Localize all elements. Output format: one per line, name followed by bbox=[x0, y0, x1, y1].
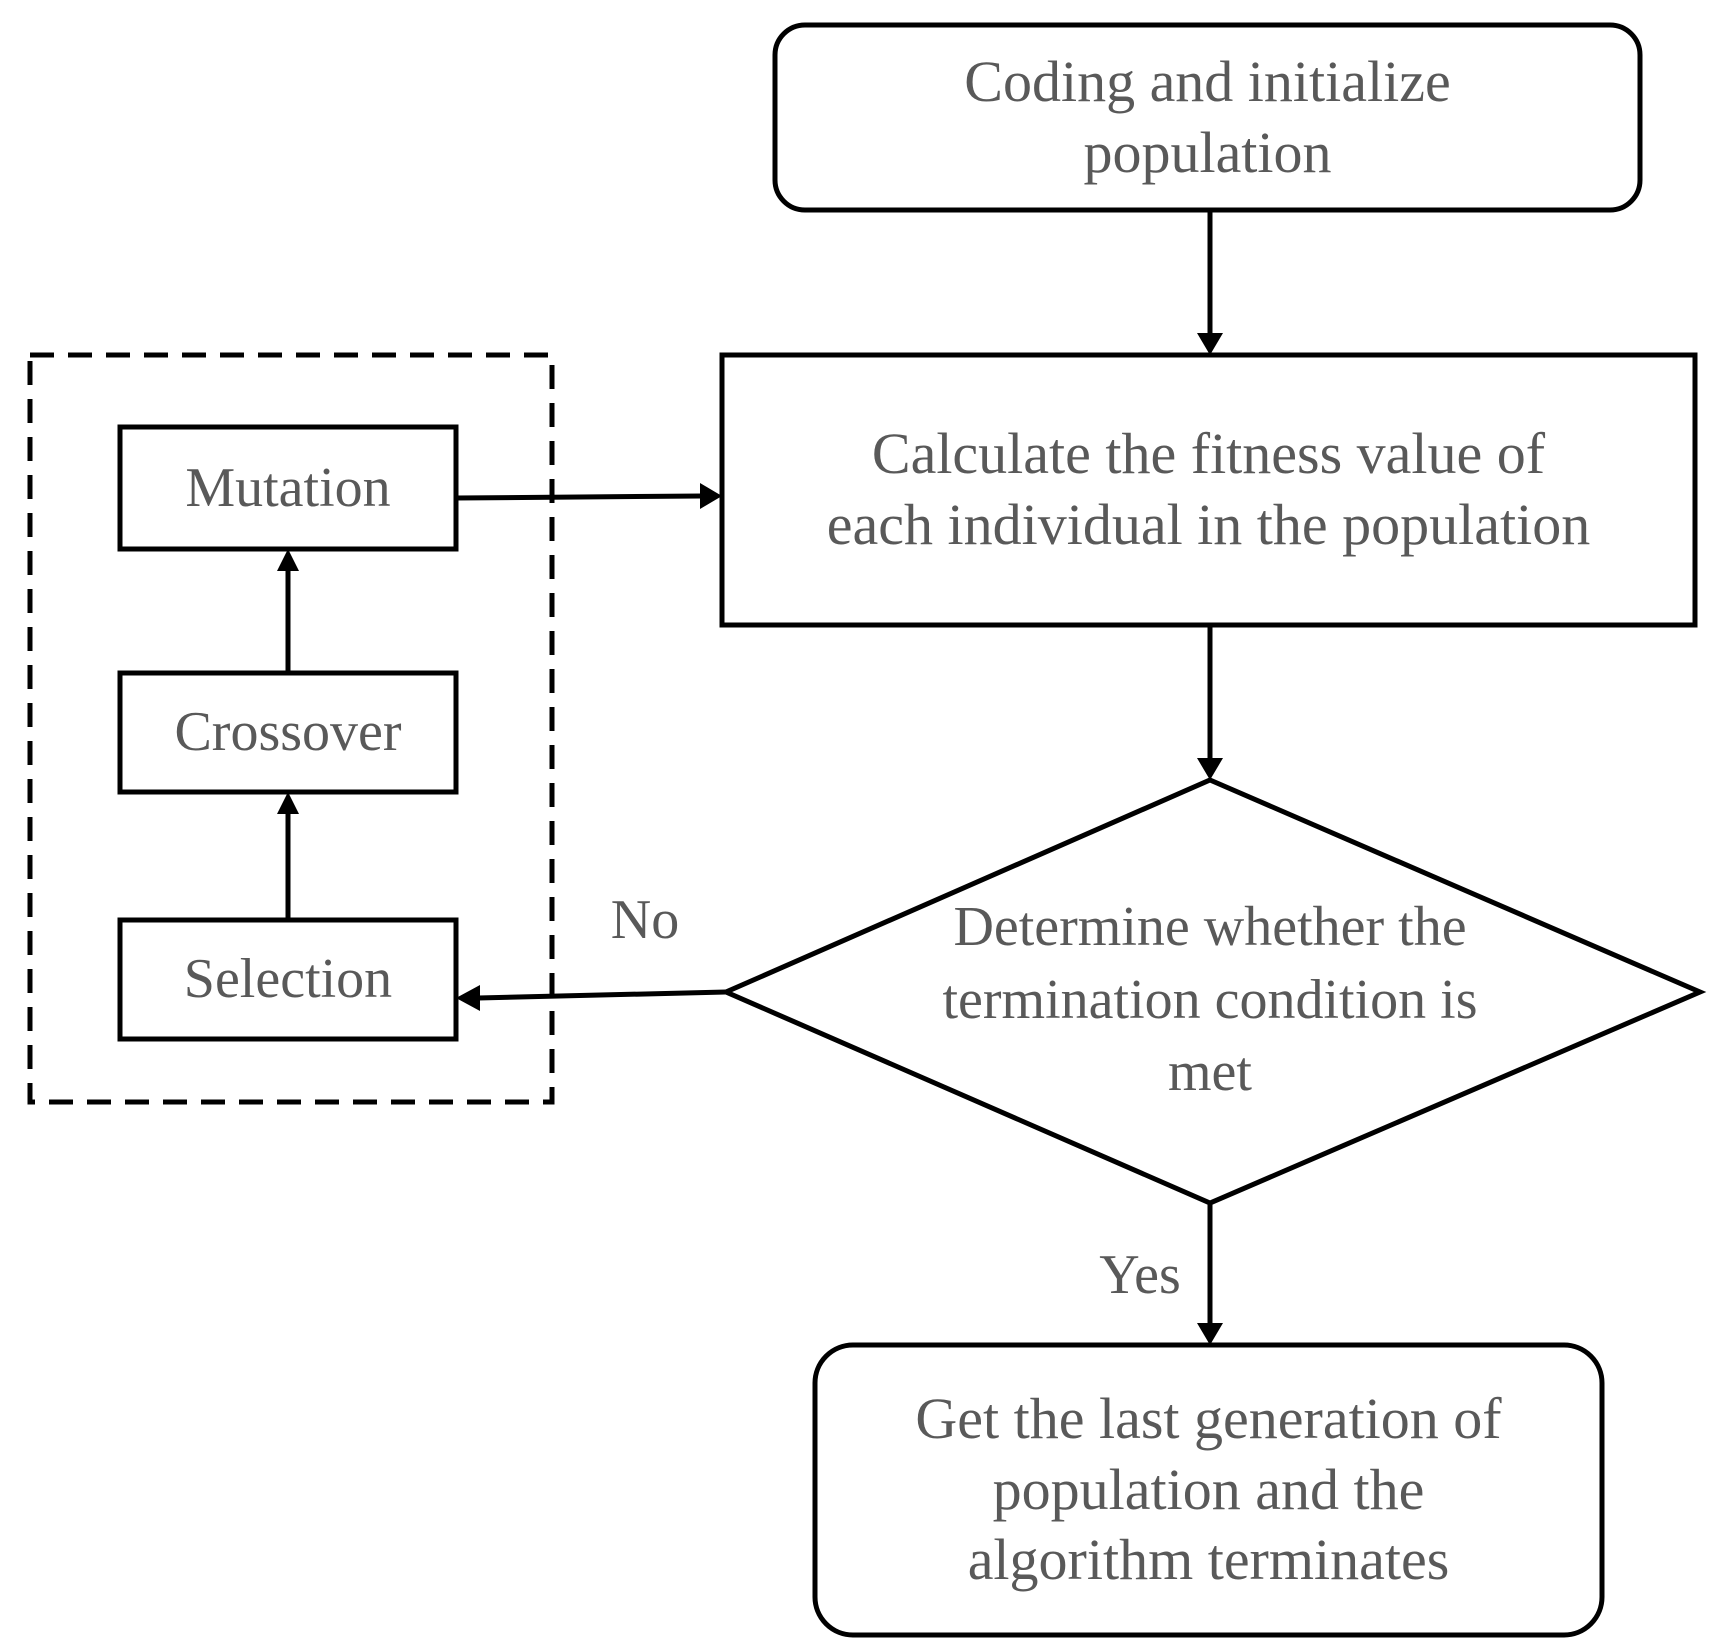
arrowhead-fitness-to-decision bbox=[1197, 758, 1223, 780]
decision-node-label: Determine whether the termination condit… bbox=[942, 895, 1478, 1104]
edge-label-yes: Yes bbox=[1099, 1243, 1181, 1306]
edge-label-no: No bbox=[610, 888, 680, 951]
fitness-node-box bbox=[719, 352, 1698, 628]
arrowhead-decision-to-selection bbox=[456, 985, 480, 1011]
arrowhead-init-to-fitness bbox=[1197, 333, 1223, 355]
crossover-node-label: Crossover bbox=[174, 701, 402, 764]
arrowhead-selection-to-crossover bbox=[277, 792, 299, 814]
mutation-node-box bbox=[117, 424, 459, 552]
arrowhead-decision-to-terminate bbox=[1197, 1323, 1223, 1345]
terminate-node-label: Get the last generation of population an… bbox=[915, 1385, 1502, 1593]
mutation-node-label: Mutation bbox=[185, 456, 391, 519]
fitness-node-label: Calculate the fitness value of each indi… bbox=[826, 421, 1591, 557]
edge-mutation-to-fitness bbox=[455, 493, 703, 501]
arrowhead-mutation-to-fitness bbox=[700, 483, 722, 509]
terminate-node-box bbox=[812, 1342, 1605, 1638]
selection-node-label: Selection bbox=[183, 948, 393, 1011]
genetic-operators-group bbox=[27, 352, 555, 1105]
edge-decision-to-selection bbox=[477, 989, 727, 1001]
selection-node-box bbox=[117, 917, 459, 1042]
init-node-label: Coding and initialize population bbox=[964, 48, 1451, 185]
arrowhead-crossover-to-mutation bbox=[277, 549, 299, 571]
